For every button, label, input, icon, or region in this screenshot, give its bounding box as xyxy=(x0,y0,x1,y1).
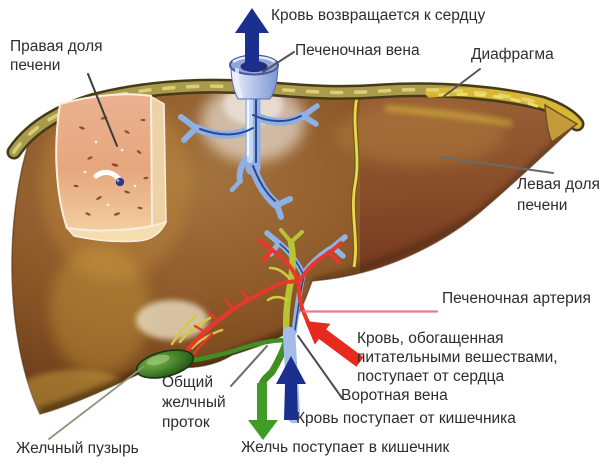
label-hepatic-artery: Печеночная артерия xyxy=(442,290,591,307)
label-left-lobe: Левая доля печени xyxy=(517,176,600,214)
leader-line-portal-vein xyxy=(297,335,343,399)
cube-speckles xyxy=(73,116,149,216)
label-blood-returns-to-heart: Кровь возвращается к сердцу xyxy=(271,7,486,24)
hepatic-vein-branches xyxy=(178,87,320,220)
leader-line-diaphragm xyxy=(442,68,481,98)
leader-line-right-lobe xyxy=(87,73,118,147)
arrow-up-blood-to-heart-icon xyxy=(235,8,269,67)
arrow-down-bile-icon xyxy=(248,383,278,440)
leader-lines xyxy=(48,51,554,440)
leader-line-common-bile-duct xyxy=(230,345,268,387)
label-diaphragm: Диафрагма xyxy=(471,46,554,63)
label-gallbladder: Желчный пузырь xyxy=(16,440,139,457)
cube-vessel-dot xyxy=(115,177,125,187)
gallbladder-shape xyxy=(135,349,195,379)
arrow-up-portal-vein-icon xyxy=(276,356,306,420)
label-portal-vein: Воротная вена xyxy=(341,387,448,404)
portal-triad-vessels xyxy=(136,228,348,388)
label-right-lobe: Правая доля печени xyxy=(10,38,103,74)
leader-line-left-lobe xyxy=(439,156,554,174)
leader-line-gallbladder xyxy=(48,366,144,440)
right-lobe-cutaway-cube xyxy=(55,93,168,243)
label-common-bile-duct: Общий желчный проток xyxy=(162,374,226,431)
label-enriched-blood: Кровь, обогащенная питательными вешества… xyxy=(357,330,558,385)
label-hepatic-vein: Печеночная вена xyxy=(295,42,420,59)
arrow-upleft-arterial-blood-icon xyxy=(305,321,364,367)
label-bile-to-intestine: Желчь поступает в кишечник xyxy=(241,439,450,456)
label-blood-from-intestine: Кровь поступает от кишечника xyxy=(296,410,516,427)
leader-line-hepatic-vein xyxy=(262,51,295,73)
